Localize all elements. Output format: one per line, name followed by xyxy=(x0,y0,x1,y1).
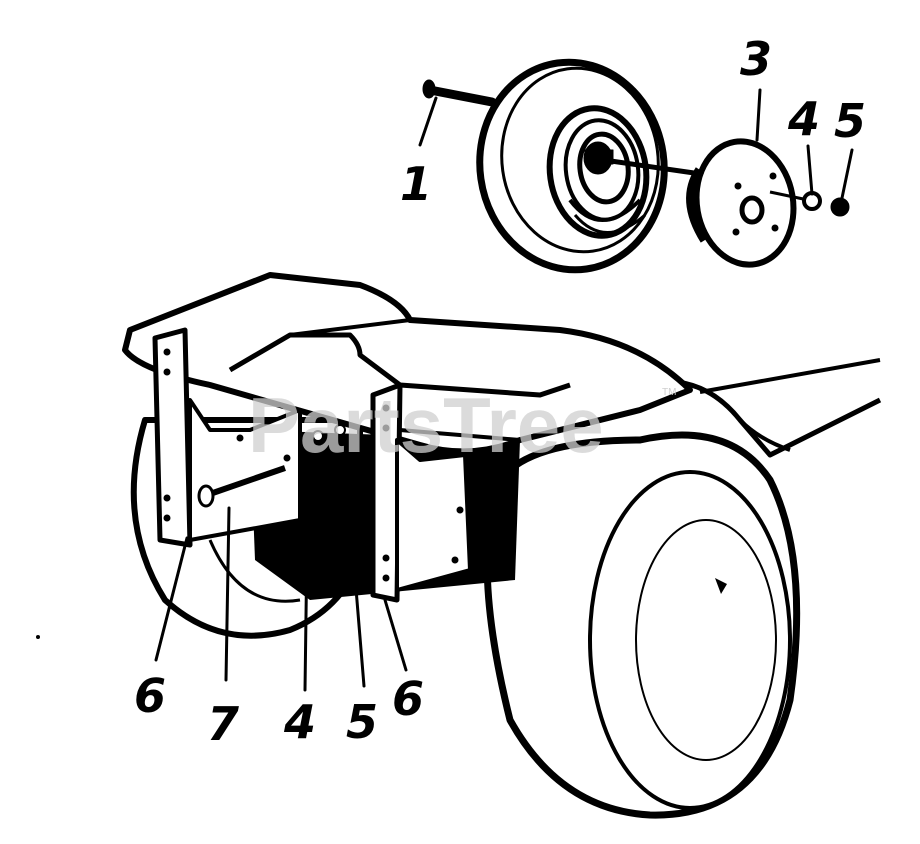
callout-6-left: 6 xyxy=(134,669,166,723)
callout-5-bottom: 5 xyxy=(346,695,378,749)
callout-7: 7 xyxy=(207,697,239,751)
axle-frame-assembly xyxy=(122,272,882,819)
stray-dot xyxy=(36,635,40,639)
callout-4-top: 4 xyxy=(787,92,820,146)
callout-3: 3 xyxy=(740,32,772,86)
watermark: PartsTree xyxy=(248,381,604,469)
leader-lines xyxy=(154,88,854,692)
callout-6-right: 6 xyxy=(392,672,424,726)
callout-5-top: 5 xyxy=(834,94,866,148)
watermark-trademark: TM xyxy=(662,387,676,398)
exploded-wheel-assembly xyxy=(422,58,850,274)
callout-1: 1 xyxy=(400,157,432,211)
callout-4-bottom: 4 xyxy=(283,695,316,749)
callouts: 1 3 4 5 6 7 4 5 6 xyxy=(134,32,866,751)
